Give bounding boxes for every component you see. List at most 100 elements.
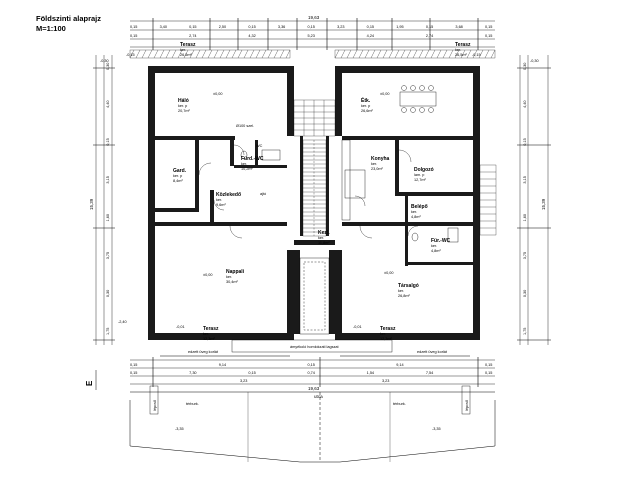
dimension-text: 0,15: [130, 363, 137, 367]
dimension-text: 0,15: [130, 25, 137, 29]
terrace-hatch-top: [129, 49, 496, 59]
room-name: Dolgozó: [414, 167, 434, 173]
level-mark: -0,30: [530, 59, 539, 63]
dimension-text: 3,68: [455, 25, 462, 29]
level-mark: -0,01: [176, 325, 185, 329]
site-boundary: [129, 391, 496, 463]
room-area: 4,8m²: [411, 215, 421, 219]
railing-label: edzett üveg korlát: [188, 350, 219, 354]
dimension-text: 0,15: [367, 25, 374, 29]
dimension-text: 0,15: [248, 371, 255, 375]
room-name: Terasz: [380, 326, 396, 332]
dimension-lines: [93, 18, 551, 387]
room-name: Társalgó: [398, 283, 419, 289]
level-mark: -0,15: [126, 53, 135, 57]
dimension-text: 19,63: [308, 386, 320, 391]
dimension-text: 0,15: [485, 25, 492, 29]
room-area: 26,5m²: [455, 53, 468, 57]
dimension-text: 1,75: [523, 328, 527, 335]
room-area: 26,5m²: [180, 53, 193, 57]
room-floor: ker.: [216, 198, 222, 202]
room-floor: ker. p: [178, 104, 187, 108]
room-name: Fürd.-WC: [241, 156, 264, 162]
room-area: 12,3m²: [380, 337, 393, 341]
room-floor: ker.: [455, 48, 461, 52]
front-courtyard: [231, 257, 393, 353]
dimension-text: 4,32: [248, 34, 255, 38]
room-name: Terasz: [203, 326, 219, 332]
room-floor: ker.: [180, 48, 186, 52]
dimension-text: 1,60: [523, 214, 527, 221]
dimension-text: 0,30: [106, 290, 110, 297]
dimension-text: 3,36: [278, 25, 285, 29]
room-floor: ker.: [380, 332, 386, 336]
room-floor: lam. p: [414, 173, 424, 177]
door-tag: ajtó: [260, 192, 266, 196]
dimension-text: 0,15: [308, 363, 315, 367]
paving-label: térburk.: [186, 402, 199, 406]
dimension-text: 0,30: [523, 63, 527, 70]
dimension-text: 1,60: [106, 214, 110, 221]
dimension-text: 0,74: [308, 371, 315, 375]
dimension-text: 4,40: [106, 100, 110, 107]
dimension-text: 0,15: [485, 363, 492, 367]
dimension-text: 1,54: [367, 371, 374, 375]
wc-tag: WC: [256, 144, 263, 148]
room-area: 12,3m²: [203, 337, 216, 341]
level-mark: -0,01: [353, 325, 362, 329]
level-mark: -3,35: [175, 427, 184, 431]
dimension-text: 1,95: [396, 25, 403, 29]
dining-table: [399, 85, 437, 113]
dimension-text: 0,15: [485, 371, 492, 375]
dimension-text: 5,23: [308, 34, 315, 38]
room-floor: ker.: [241, 162, 247, 166]
dimension-text: 7,30: [189, 371, 196, 375]
dimension-text: 3,15: [106, 176, 110, 183]
dimension-text: 0,30: [106, 63, 110, 70]
room-name: Kezl.: [318, 230, 330, 236]
room-area: 8,4m²: [173, 179, 183, 183]
dimension-text: 2,74: [189, 34, 196, 38]
north-arrow: E: [85, 370, 97, 390]
level-mark: ±0,00: [213, 92, 222, 96]
level-mark: -0,15: [472, 53, 481, 57]
plan-scale: M=1:100: [36, 24, 66, 33]
dimension-text: 2,50: [219, 25, 226, 29]
dimension-text: 3,23: [382, 379, 389, 383]
stair-label: lépcső: [465, 400, 469, 411]
level-mark: -2,40: [118, 320, 127, 324]
dimension-text: 19,63: [308, 15, 320, 20]
room-floor: ker.: [398, 289, 404, 293]
door-swings: [198, 144, 419, 239]
room-area: 11,8m²: [318, 241, 330, 245]
dimension-text: 4,40: [523, 100, 527, 107]
dimension-text: 0,15: [106, 138, 110, 145]
room-area: 30,4m²: [226, 280, 239, 284]
dimension-text: 2,74: [426, 34, 433, 38]
stair-label: lépcső: [153, 400, 157, 411]
room-name: Háló: [178, 98, 189, 104]
plan-title: Földszinti alaprajz: [36, 14, 102, 23]
front-stair-boxes: [149, 385, 471, 415]
room-floor: ker.: [226, 275, 232, 279]
room-floor: ker.: [431, 244, 437, 248]
dimension-text: 3,75: [106, 252, 110, 259]
kitchen-counter: [341, 139, 366, 221]
dimension-text: 15,39: [541, 198, 546, 210]
dimension-text: 3,23: [240, 379, 247, 383]
dimension-text: 0,15: [248, 25, 255, 29]
room-name: Terasz: [455, 42, 471, 48]
room-name: Belépő: [411, 204, 428, 210]
room-area: 26,6m²: [361, 109, 374, 113]
dimension-text: 0,15: [523, 138, 527, 145]
room-area: 9,6m²: [216, 203, 226, 207]
dimension-text: 3,40: [160, 25, 167, 29]
room-area: 20,7m²: [178, 109, 191, 113]
dimension-text: 0,15: [130, 371, 137, 375]
dimension-text: 9,14: [396, 363, 403, 367]
dimension-text: 9,14: [219, 363, 226, 367]
room-floor: ker. p: [361, 104, 370, 108]
room-name: Gard.: [173, 168, 187, 174]
pipe-label: Ø100 szel.: [236, 124, 254, 128]
room-floor: ker.: [203, 332, 209, 336]
